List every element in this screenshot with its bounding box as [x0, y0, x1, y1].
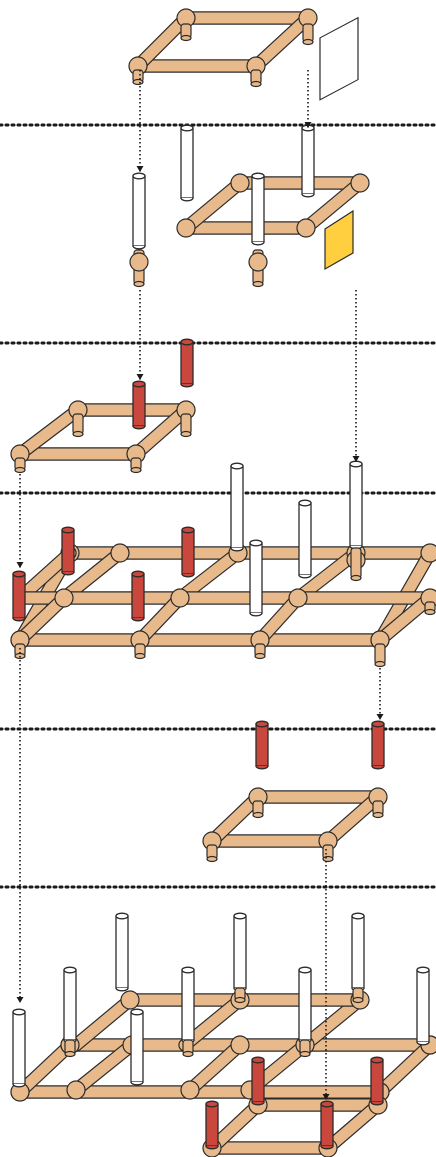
- guide-arrow: [376, 714, 384, 720]
- white-post: [251, 172, 265, 246]
- pipe-joint: [54, 588, 74, 608]
- red-post: [251, 1056, 265, 1106]
- alignment-guide: [304, 70, 312, 128]
- pipe-leg: [234, 987, 246, 1004]
- pipe-joint: [129, 252, 149, 272]
- yellow-panel: [324, 209, 354, 271]
- pipe-leg: [132, 69, 144, 86]
- pipe-leg: [299, 1039, 311, 1058]
- pipe-leg: [254, 643, 266, 660]
- pipe-joint: [288, 588, 308, 608]
- pipe-leg: [350, 547, 362, 582]
- alignment-guide: [322, 849, 330, 1100]
- white-post: [181, 966, 195, 1044]
- pipe-leg: [130, 457, 142, 474]
- white-post: [298, 966, 312, 1044]
- white-post: [298, 499, 312, 579]
- guide-arrow: [136, 166, 144, 172]
- white-post: [233, 912, 247, 992]
- pipe-joint: [170, 588, 190, 608]
- frame-five: [202, 787, 388, 851]
- pipe-joint: [296, 218, 316, 238]
- frame-six-extension: [202, 1095, 388, 1157]
- pipe-leg: [374, 643, 386, 668]
- white-post: [230, 462, 244, 552]
- guide-arrow: [16, 562, 24, 568]
- white-post: [349, 460, 363, 550]
- white-post: [180, 124, 194, 202]
- red-post: [370, 1056, 384, 1106]
- guide-arrow: [136, 374, 144, 380]
- red-post: [180, 338, 194, 388]
- red-post: [181, 526, 195, 578]
- pipe-joint: [66, 1080, 86, 1100]
- white-post: [12, 1008, 26, 1088]
- alignment-guide: [376, 668, 384, 720]
- pipe-leg: [182, 1039, 194, 1058]
- pipe-leg: [250, 69, 262, 88]
- red-post: [61, 526, 75, 576]
- red-post: [132, 380, 146, 430]
- alignment-guide: [16, 474, 24, 568]
- pipe-joint: [350, 173, 370, 193]
- pipe-joint: [180, 1080, 200, 1100]
- alignment-guide: [136, 70, 144, 172]
- pipe-leg: [134, 643, 146, 660]
- red-post: [205, 1100, 219, 1150]
- white-post: [132, 172, 146, 250]
- pipe-leg: [424, 601, 436, 616]
- guide-arrow: [16, 997, 24, 1003]
- pipe-leg: [14, 457, 26, 474]
- pipe-joint: [120, 990, 140, 1010]
- pipe-joint: [176, 218, 196, 238]
- red-post: [255, 720, 269, 770]
- pipe-leg: [372, 800, 384, 819]
- guide-arrow: [352, 456, 360, 462]
- pipe-leg: [72, 413, 84, 438]
- pipe-leg: [322, 844, 334, 863]
- red-post: [131, 570, 145, 622]
- white-post: [63, 966, 77, 1044]
- red-post: [371, 720, 385, 770]
- red-post: [12, 570, 26, 622]
- pipe-joint: [420, 543, 436, 563]
- panel-frame: [319, 16, 359, 101]
- white-post: [416, 966, 430, 1046]
- top-frame: [128, 8, 318, 76]
- pipe-leg: [252, 800, 264, 819]
- pipe-leg: [302, 23, 314, 46]
- pipe-joint: [230, 173, 250, 193]
- pipe-leg: [64, 1039, 76, 1058]
- pipe-joint: [110, 543, 130, 563]
- pipe-leg: [180, 23, 192, 42]
- white-post: [115, 912, 129, 992]
- guide-arrow: [322, 1094, 330, 1100]
- pipe-leg: [14, 643, 26, 660]
- red-post: [320, 1100, 334, 1150]
- white-post: [249, 539, 263, 617]
- alignment-guide: [16, 648, 24, 1003]
- white-post: [301, 124, 315, 198]
- guide-arrow: [304, 122, 312, 128]
- pipe-joint: [230, 1035, 250, 1055]
- frame-three: [10, 400, 196, 464]
- pipe-leg: [352, 987, 364, 1004]
- alignment-guide: [352, 290, 360, 462]
- pipe-joint: [248, 252, 268, 272]
- white-post: [351, 912, 365, 992]
- white-post: [130, 1008, 144, 1086]
- frame-two: [176, 173, 370, 238]
- pipe-leg: [180, 413, 192, 438]
- alignment-guide: [136, 290, 144, 380]
- pipe-leg: [206, 844, 218, 863]
